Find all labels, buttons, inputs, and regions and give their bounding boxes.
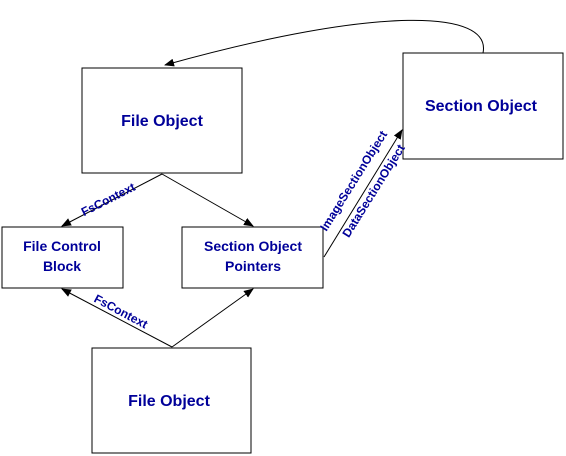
node-section-object-pointers: Section Object Pointers (181, 226, 324, 289)
edge-section-to-file-object (164, 19, 484, 67)
node-file-object-top: File Object (81, 67, 243, 174)
edge-bottom-file-object-to-fcb (61, 288, 173, 348)
node-file-control-block-line1: File Control (23, 238, 101, 254)
node-section-object-label: Section Object (425, 98, 538, 115)
node-section-object-pointers-line2: Pointers (225, 258, 281, 274)
edge-bottom-file-object-to-sop (171, 288, 254, 348)
node-file-object-bottom-label: File Object (128, 393, 210, 410)
node-section-object-pointers-line1: Section Object (204, 238, 302, 254)
edge-label-fscontext-top: FsContext (79, 180, 138, 219)
node-file-object-bottom: File Object (91, 347, 252, 454)
edge-file-object-to-sop (161, 173, 254, 227)
edge-sop-to-section-object (323, 129, 403, 258)
node-file-object-top-label: File Object (121, 113, 203, 130)
edge-file-object-to-fcb (61, 173, 163, 227)
node-section-object: Section Object (402, 52, 564, 160)
node-file-control-block-line2: Block (43, 258, 81, 274)
edge-label-fscontext-bottom: FsContext (92, 292, 150, 332)
node-file-control-block: File Control Block (1, 226, 124, 289)
